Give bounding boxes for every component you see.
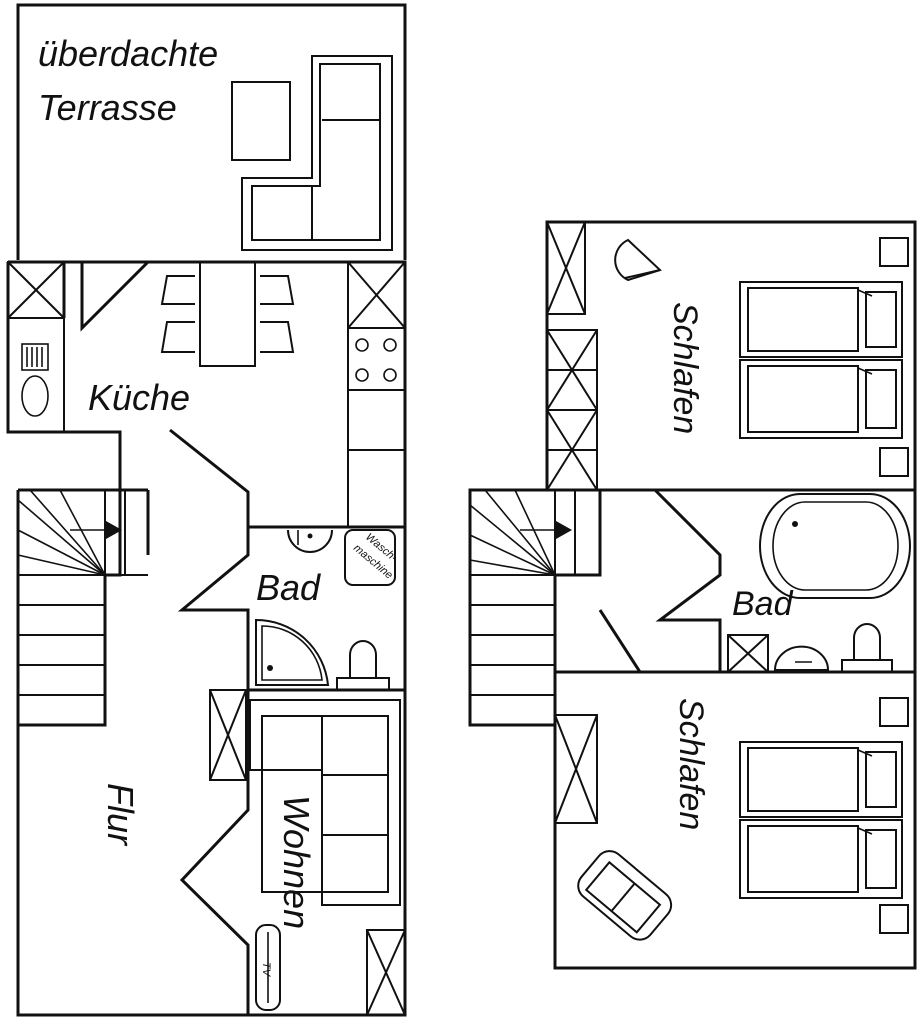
stove-icon bbox=[355, 338, 397, 382]
stair-arrow-icon bbox=[556, 521, 572, 539]
bedroom-bottom-wardrobe bbox=[554, 714, 598, 824]
living-cabinet bbox=[209, 689, 247, 781]
bed-icon bbox=[739, 741, 903, 818]
upper-floor bbox=[468, 220, 917, 970]
sink-icon bbox=[21, 343, 49, 417]
sink-icon bbox=[773, 645, 830, 671]
staircase-upper bbox=[469, 488, 602, 725]
toilet-icon bbox=[336, 640, 390, 691]
bed-icon bbox=[739, 281, 903, 358]
dining-chair-icon bbox=[160, 275, 295, 353]
upper-bath-walls bbox=[555, 488, 915, 674]
kitchen-bottom-wall bbox=[146, 428, 250, 690]
kitchen-label: Küche bbox=[88, 377, 190, 418]
bedroom-bottom-label: Schlafen bbox=[672, 698, 710, 830]
bed-icon bbox=[739, 359, 903, 439]
bath-ground-label: Bad bbox=[256, 567, 321, 608]
washing-machine-icon bbox=[344, 529, 396, 586]
bathtub-icon bbox=[759, 493, 911, 599]
bedroom-top-wardrobe bbox=[546, 221, 598, 491]
living-label: Wohnen bbox=[276, 795, 317, 929]
bedroom-top-label: Schlafen bbox=[666, 302, 704, 434]
hall-label: Flur bbox=[100, 783, 141, 847]
radiator-icon bbox=[255, 924, 281, 1011]
terrace-outline bbox=[16, 3, 407, 260]
sink-icon bbox=[287, 529, 333, 553]
ground-floor bbox=[6, 3, 407, 1017]
terrace-lounge-sofa bbox=[241, 55, 393, 251]
armchair-icon bbox=[577, 850, 673, 941]
stair-arrow-icon bbox=[106, 521, 122, 539]
terrace-table bbox=[231, 81, 291, 161]
living-sofa bbox=[249, 699, 401, 906]
living-corner-cabinet bbox=[366, 929, 406, 1016]
living-divider-wall bbox=[179, 690, 250, 1015]
bath-cabinet bbox=[727, 634, 769, 673]
dining-table bbox=[199, 261, 256, 367]
bed-icon bbox=[739, 819, 903, 899]
radiator-label: TV bbox=[260, 962, 272, 978]
terrace-label-line1: überdachte bbox=[38, 33, 218, 74]
staircase-ground bbox=[17, 488, 148, 727]
bath-upper-label: Bad bbox=[732, 585, 794, 623]
toilet-icon bbox=[841, 623, 893, 673]
kitchen-wall-left bbox=[62, 260, 150, 332]
nightstand-icon bbox=[879, 237, 909, 477]
terrace-label-line2: Terrasse bbox=[38, 87, 177, 128]
kitchen-right-counter bbox=[347, 261, 406, 528]
bedroom-top-sink-icon bbox=[614, 238, 662, 282]
shower-icon bbox=[255, 618, 330, 686]
nightstand-icon bbox=[879, 697, 909, 934]
kitchen-left-counter bbox=[7, 261, 65, 433]
